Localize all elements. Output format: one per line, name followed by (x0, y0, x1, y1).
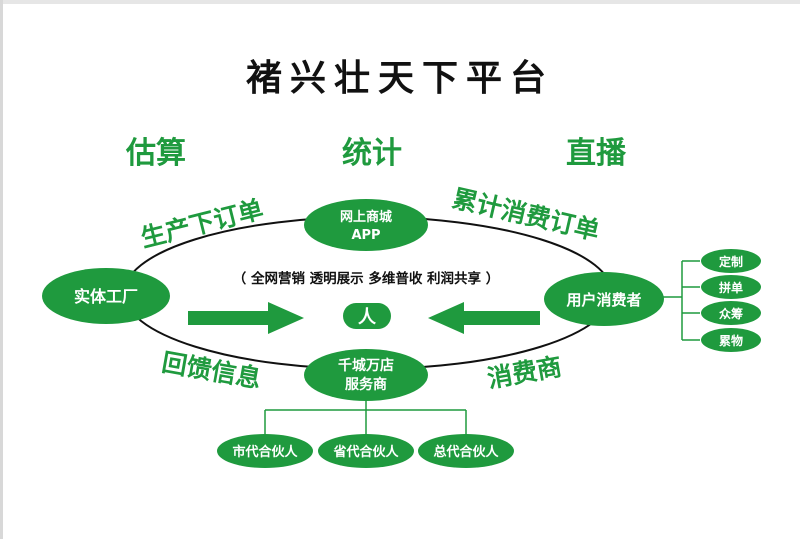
edge-label-top-right: 累计消费订单 (450, 184, 603, 246)
center-hub-label: 人 (358, 307, 377, 328)
node-consumer (544, 272, 664, 326)
node-factory (42, 268, 170, 324)
arrow-right-icon (188, 302, 304, 334)
center-hub (343, 303, 391, 329)
arrow-left-icon (428, 302, 540, 334)
header-center: 统计 (342, 136, 402, 171)
partner-province (318, 434, 414, 468)
header-left: 估算 (125, 136, 186, 171)
node-online-mall-line1: 网上商城 (340, 209, 392, 225)
edge-label-top-left: 生产下订单 (138, 195, 266, 253)
node-online-mall-line2: APP (351, 228, 380, 243)
edge-label-bottom-left: 回馈信息 (160, 348, 264, 394)
partner-city-label: 市代合伙人 (232, 444, 298, 460)
left-border (0, 0, 3, 539)
branch-pill-crowdfund (701, 301, 761, 325)
right-branch-items: 定制 拼单 众筹 累物 (701, 249, 761, 352)
branch-pill-crowdfund-label: 众筹 (719, 306, 743, 321)
partner-general-label: 总代合伙人 (433, 444, 499, 460)
node-service-provider-line1: 千城万店 (338, 357, 394, 374)
branch-pill-custom-label: 定制 (719, 254, 743, 269)
bottom-branch-connector (264, 398, 467, 436)
node-service-provider-line2: 服务商 (345, 376, 387, 393)
branch-pill-group-buy-label: 拼单 (719, 280, 743, 295)
branch-pill-custom (701, 249, 761, 273)
center-slogan: （ 全网营销 透明展示 多维普收 利润共享 ） (233, 270, 500, 287)
right-branch-connector (662, 260, 700, 341)
node-online-mall (304, 199, 428, 251)
partner-city (217, 434, 313, 468)
branch-pill-group-buy (701, 275, 761, 299)
partner-general (418, 434, 514, 468)
node-service-provider (304, 349, 428, 401)
branch-pill-accumulate-label: 累物 (719, 333, 743, 348)
diagram-title: 褚兴壮天下平台 (246, 57, 554, 99)
node-factory-label: 实体工厂 (74, 287, 138, 306)
top-border (0, 0, 800, 4)
bottom-branch-items: 市代合伙人 省代合伙人 总代合伙人 (217, 434, 514, 468)
partner-province-label: 省代合伙人 (332, 444, 399, 460)
header-right: 直播 (566, 136, 627, 171)
node-consumer-label: 用户消费者 (566, 291, 641, 309)
branch-pill-accumulate (701, 328, 761, 352)
